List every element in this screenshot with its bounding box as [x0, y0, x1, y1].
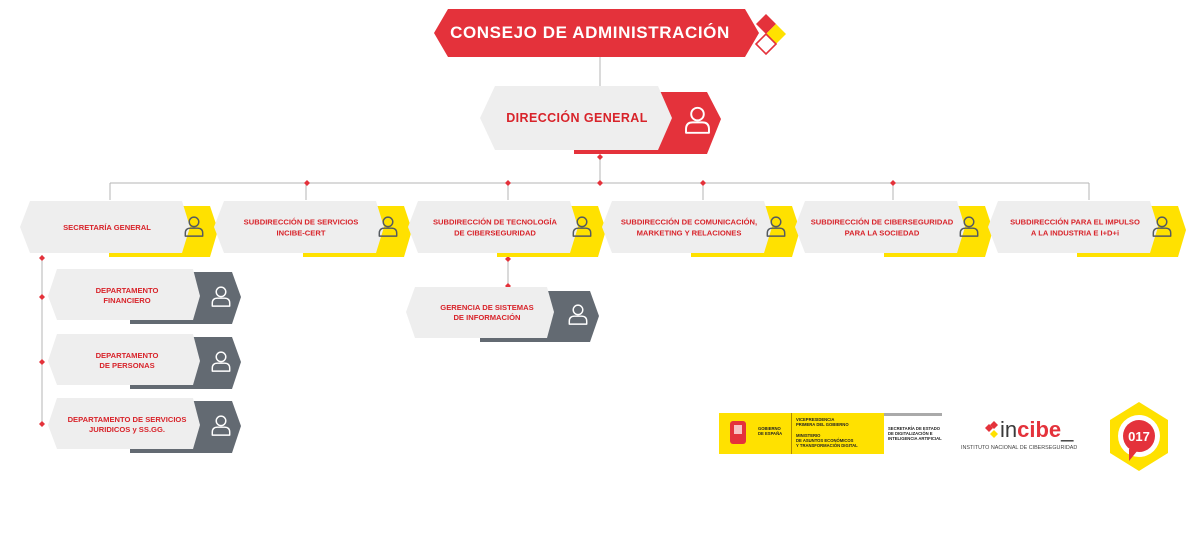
consejo-label: CONSEJO DE ADMINISTRACIÓN — [450, 23, 730, 42]
connector-node — [39, 359, 45, 365]
connector-node — [597, 154, 603, 160]
subdireccion-label: SECRETARÍA GENERAL — [63, 223, 151, 232]
gobierno-line: GOBIERNO — [758, 426, 782, 431]
subdireccion-label: SUBDIRECCIÓN DE TECNOLOGÍA — [433, 218, 558, 227]
connector-node — [39, 421, 45, 427]
gobierno-logo: GOBIERNO DE ESPAÑA VICEPRESIDENCIA PRIME… — [719, 413, 942, 454]
subdireccion-box[interactable]: SUBDIRECCIÓN DE TECNOLOGÍA DE CIBERSEGURI… — [408, 201, 606, 257]
consejo-box[interactable]: CONSEJO DE ADMINISTRACIÓN — [434, 9, 759, 57]
departamento-label: FINANCIERO — [103, 296, 150, 305]
direccion-general-label: DIRECCIÓN GENERAL — [506, 110, 648, 125]
secretaria-line: DE DIGITALIZACIÓN E — [888, 431, 933, 436]
vicepresidencia-line: VICEPRESIDENCIA — [796, 417, 834, 422]
incibe-suffix: _ — [1060, 417, 1074, 442]
gerencia-label: GERENCIA DE SISTEMAS — [440, 303, 533, 312]
diamond-logo-mark — [754, 14, 786, 56]
subdireccion-label: MARKETING Y RELACIONES — [637, 229, 742, 238]
departamento-label: DEPARTAMENTO — [96, 286, 159, 295]
connector-node — [39, 255, 45, 261]
svg-text:incibe_: incibe_ — [1000, 417, 1074, 442]
incibe-accent: cibe — [1017, 417, 1061, 442]
017-badge[interactable]: 017 — [1110, 402, 1168, 471]
vicepresidencia-line: PRIMERA DEL GOBIERNO — [796, 422, 849, 427]
connector-node — [890, 180, 896, 186]
incibe-tagline: INSTITUTO NACIONAL DE CIBERSEGURIDAD — [961, 445, 1077, 451]
connector-node — [39, 294, 45, 300]
connector-lines — [39, 57, 1090, 427]
subdireccion-box[interactable]: SUBDIRECCIÓN PARA EL IMPULSO A LA INDUSTR… — [988, 201, 1186, 257]
direccion-general-box[interactable]: DIRECCIÓN GENERAL — [480, 86, 721, 154]
subdireccion-box[interactable]: SECRETARÍA GENERAL — [20, 201, 218, 257]
subdireccion-label: SUBDIRECCIÓN DE COMUNICACIÓN, — [621, 218, 757, 227]
subdireccion-box[interactable]: SUBDIRECCIÓN DE CIBERSEGURIDAD PARA LA SO… — [795, 201, 993, 257]
departamento-label: DEPARTAMENTO — [96, 351, 159, 360]
ministerio-line: Y TRANSFORMACIÓN DIGITAL — [796, 443, 858, 448]
departamento-label: DEPARTAMENTO DE SERVICIOS — [68, 415, 187, 424]
incibe-logo: incibe_ INSTITUTO NACIONAL DE CIBERSEGUR… — [961, 417, 1077, 451]
subdireccion-label: SUBDIRECCIÓN DE CIBERSEGURIDAD — [811, 218, 954, 227]
secretaria-line: SECRETARÍA DE ESTADO — [888, 426, 941, 431]
departamento-label: DE PERSONAS — [99, 361, 154, 370]
connector-node — [505, 180, 511, 186]
gerencia-label: DE INFORMACIÓN — [453, 313, 520, 322]
connector-node — [597, 180, 603, 186]
departamento-label: JURIDICOS y SS.GG. — [89, 425, 165, 434]
connector-node — [304, 180, 310, 186]
subdireccion-box[interactable]: SUBDIRECCIÓN DE COMUNICACIÓN, MARKETING Y… — [602, 201, 800, 257]
incibe-prefix: in — [1000, 417, 1017, 442]
ministerio-line: DE ASUNTOS ECONÓMICOS — [796, 438, 854, 443]
secretaria-line: INTELIGENCIA ARTIFICIAL — [888, 436, 942, 441]
connector-node — [505, 256, 511, 262]
subdireccion-box[interactable]: SUBDIRECCIÓN DE SERVICIOS INCIBE-CERT — [214, 201, 412, 257]
subdireccion-label: SUBDIRECCIÓN DE SERVICIOS — [244, 218, 359, 227]
subdireccion-label: INCIBE-CERT — [277, 229, 326, 238]
badge-number: 017 — [1128, 429, 1150, 444]
subdireccion-label: DE CIBERSEGURIDAD — [454, 229, 536, 238]
subdireccion-label: SUBDIRECCIÓN PARA EL IMPULSO — [1010, 218, 1140, 227]
subdireccion-label: PARA LA SOCIEDAD — [845, 229, 920, 238]
subdireccion-label: A LA INDUSTRIA E I+D+i — [1031, 229, 1119, 238]
subdirecciones-row: SECRETARÍA GENERAL SUBDIRECCIÓN DE SERVIC… — [20, 201, 1186, 257]
connector-node — [700, 180, 706, 186]
gobierno-line: DE ESPAÑA — [758, 431, 782, 436]
ministerio-line: MINISTERIO — [796, 433, 821, 438]
